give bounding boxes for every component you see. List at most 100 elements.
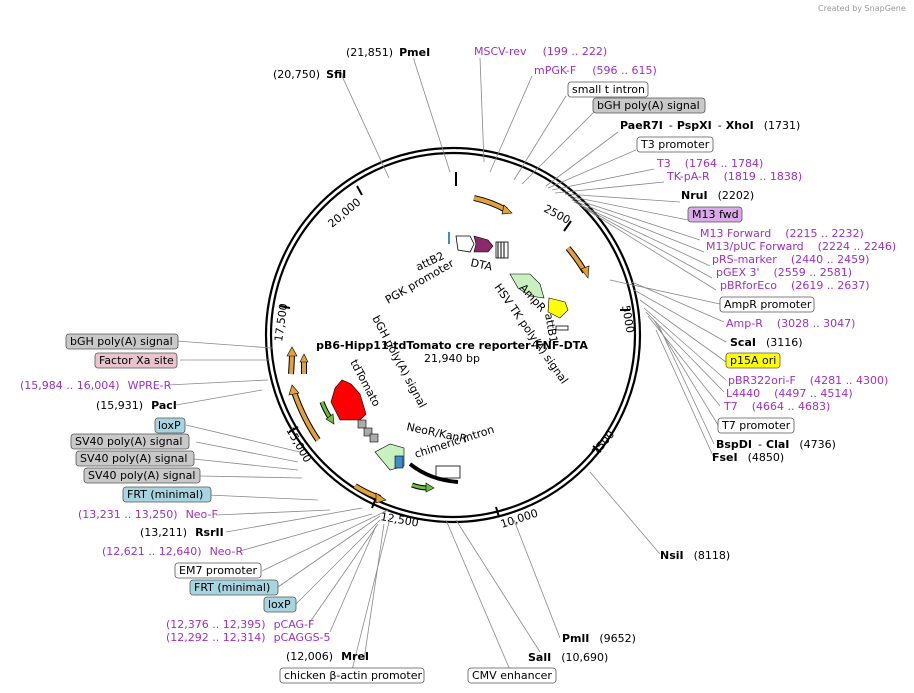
feature-box-label: EM7 promoter bbox=[179, 564, 257, 577]
enzyme-label: PmlI(9652) bbox=[562, 632, 636, 645]
arrowhead bbox=[580, 265, 590, 279]
leader-line bbox=[363, 523, 385, 661]
primer-label: (13,231 .. 13,250)Neo-F bbox=[78, 508, 218, 521]
feature-block bbox=[394, 455, 404, 469]
primer-label: (12,376 .. 12,395)pCAG-F bbox=[166, 618, 314, 631]
backbone bbox=[264, 146, 642, 524]
leader-line bbox=[547, 149, 637, 189]
feature-box bbox=[719, 296, 815, 313]
snapgene-credit: Created by SnapGene bbox=[818, 4, 906, 13]
feature-box-label: SV40 poly(A) signal bbox=[88, 469, 195, 482]
primer-label: pBRforEco(2619 .. 2637) bbox=[720, 279, 870, 292]
feature-box bbox=[174, 562, 262, 579]
feature-box-label: loxP bbox=[158, 419, 181, 432]
enzyme-label: FseI(4850) bbox=[712, 451, 784, 464]
feature-box bbox=[636, 136, 714, 153]
red-tdtomato-feature bbox=[330, 379, 367, 421]
feature-box-label: T3 promoter bbox=[640, 138, 710, 151]
feature-box-label: SV40 poly(A) signal bbox=[75, 435, 182, 448]
arrowhead bbox=[286, 346, 298, 357]
backbone-features bbox=[286, 195, 590, 504]
leader-line bbox=[277, 515, 381, 588]
inner-label: DTA bbox=[469, 256, 494, 273]
leader-line bbox=[351, 517, 391, 671]
leader-line bbox=[521, 111, 595, 185]
leader-line bbox=[639, 299, 727, 363]
arrowhead bbox=[425, 482, 435, 493]
arrowhead bbox=[375, 492, 387, 504]
feature-box bbox=[83, 467, 201, 484]
leader-line bbox=[589, 471, 661, 555]
feature-box bbox=[94, 352, 178, 369]
feature-box bbox=[717, 417, 795, 434]
feature-box-label: FRT (minimal) bbox=[127, 488, 203, 501]
enzyme-label: (20,750)SfiI bbox=[273, 68, 346, 81]
feature-stripes bbox=[497, 242, 505, 258]
primer-label: Amp-R(3028 .. 3047) bbox=[726, 317, 855, 330]
primer-label: pGEX 3'(2559 .. 2581) bbox=[716, 266, 852, 279]
feature-box-label: chicken β-actin promoter bbox=[284, 669, 422, 682]
leader-line bbox=[631, 281, 725, 323]
primer-label: TK-pA-R(1819 .. 1838) bbox=[666, 170, 802, 183]
leader-line bbox=[309, 523, 379, 623]
leader-line bbox=[633, 289, 727, 343]
leader-line bbox=[583, 207, 717, 291]
leader-line bbox=[175, 389, 263, 406]
feature-box bbox=[154, 417, 186, 434]
leader-line bbox=[655, 329, 715, 459]
enzyme-label: NsiI(8118) bbox=[660, 549, 730, 562]
primer-label: M13 Forward(2215 .. 2232) bbox=[700, 227, 864, 240]
feature-box-label: M13 fwd bbox=[692, 208, 739, 221]
primer-label: mPGK-F(596 .. 615) bbox=[534, 64, 657, 77]
feature-box bbox=[65, 333, 179, 350]
feature-box-label: small t intron bbox=[572, 83, 645, 96]
feature-box bbox=[567, 81, 649, 98]
leader-line bbox=[193, 458, 299, 471]
feature-block bbox=[369, 433, 379, 443]
ampr-feature bbox=[509, 273, 545, 299]
dta-feature bbox=[473, 235, 494, 253]
arrowhead bbox=[288, 384, 300, 396]
tick-mark bbox=[288, 426, 299, 433]
feature-box-label: bGH poly(A) signal bbox=[597, 99, 700, 112]
primer-label: (12,621 .. 12,640)Neo-R bbox=[102, 545, 243, 558]
leader-line bbox=[571, 199, 705, 253]
enzyme-label: NruI(2202) bbox=[681, 189, 754, 202]
arrowhead bbox=[501, 204, 513, 215]
leader-line bbox=[445, 519, 511, 671]
leader-line bbox=[479, 57, 485, 163]
leader-line bbox=[413, 58, 451, 173]
leader-line bbox=[261, 509, 389, 572]
leader-line bbox=[564, 193, 681, 203]
arrowhead bbox=[299, 353, 309, 363]
leader-line bbox=[577, 203, 713, 279]
leader-line bbox=[341, 73, 390, 179]
feature-box-label: Factor Xa site bbox=[99, 354, 174, 367]
feature-box-label: FRT (minimal) bbox=[194, 581, 270, 594]
leader-line bbox=[239, 513, 373, 552]
leader-line bbox=[455, 519, 541, 653]
leader-line bbox=[545, 131, 619, 187]
tick-mark bbox=[495, 506, 500, 518]
arrowhead bbox=[325, 413, 335, 425]
feature-box bbox=[263, 596, 297, 613]
leader-line bbox=[167, 379, 269, 386]
chimeric-intron-feature bbox=[435, 465, 461, 479]
feature-block bbox=[363, 427, 373, 437]
primer-label: (12,292 .. 12,314)pCAGGS-5 bbox=[166, 631, 331, 644]
leader-line bbox=[215, 509, 331, 516]
tick-mark bbox=[279, 305, 291, 309]
leader-line bbox=[199, 475, 303, 479]
leader-line bbox=[570, 197, 701, 241]
leader-line bbox=[295, 519, 381, 605]
feature-box-label: SV40 poly(A) signal bbox=[80, 452, 187, 465]
hsvtk-polya-feature bbox=[547, 297, 569, 319]
leader-line bbox=[489, 75, 533, 173]
inner-label: attB1 bbox=[542, 312, 560, 344]
leader-line bbox=[225, 507, 363, 533]
feature-box bbox=[592, 97, 706, 114]
leader-line bbox=[195, 441, 299, 463]
plasmid-size: 21,940 bp bbox=[424, 352, 480, 365]
leader-line bbox=[647, 315, 721, 407]
